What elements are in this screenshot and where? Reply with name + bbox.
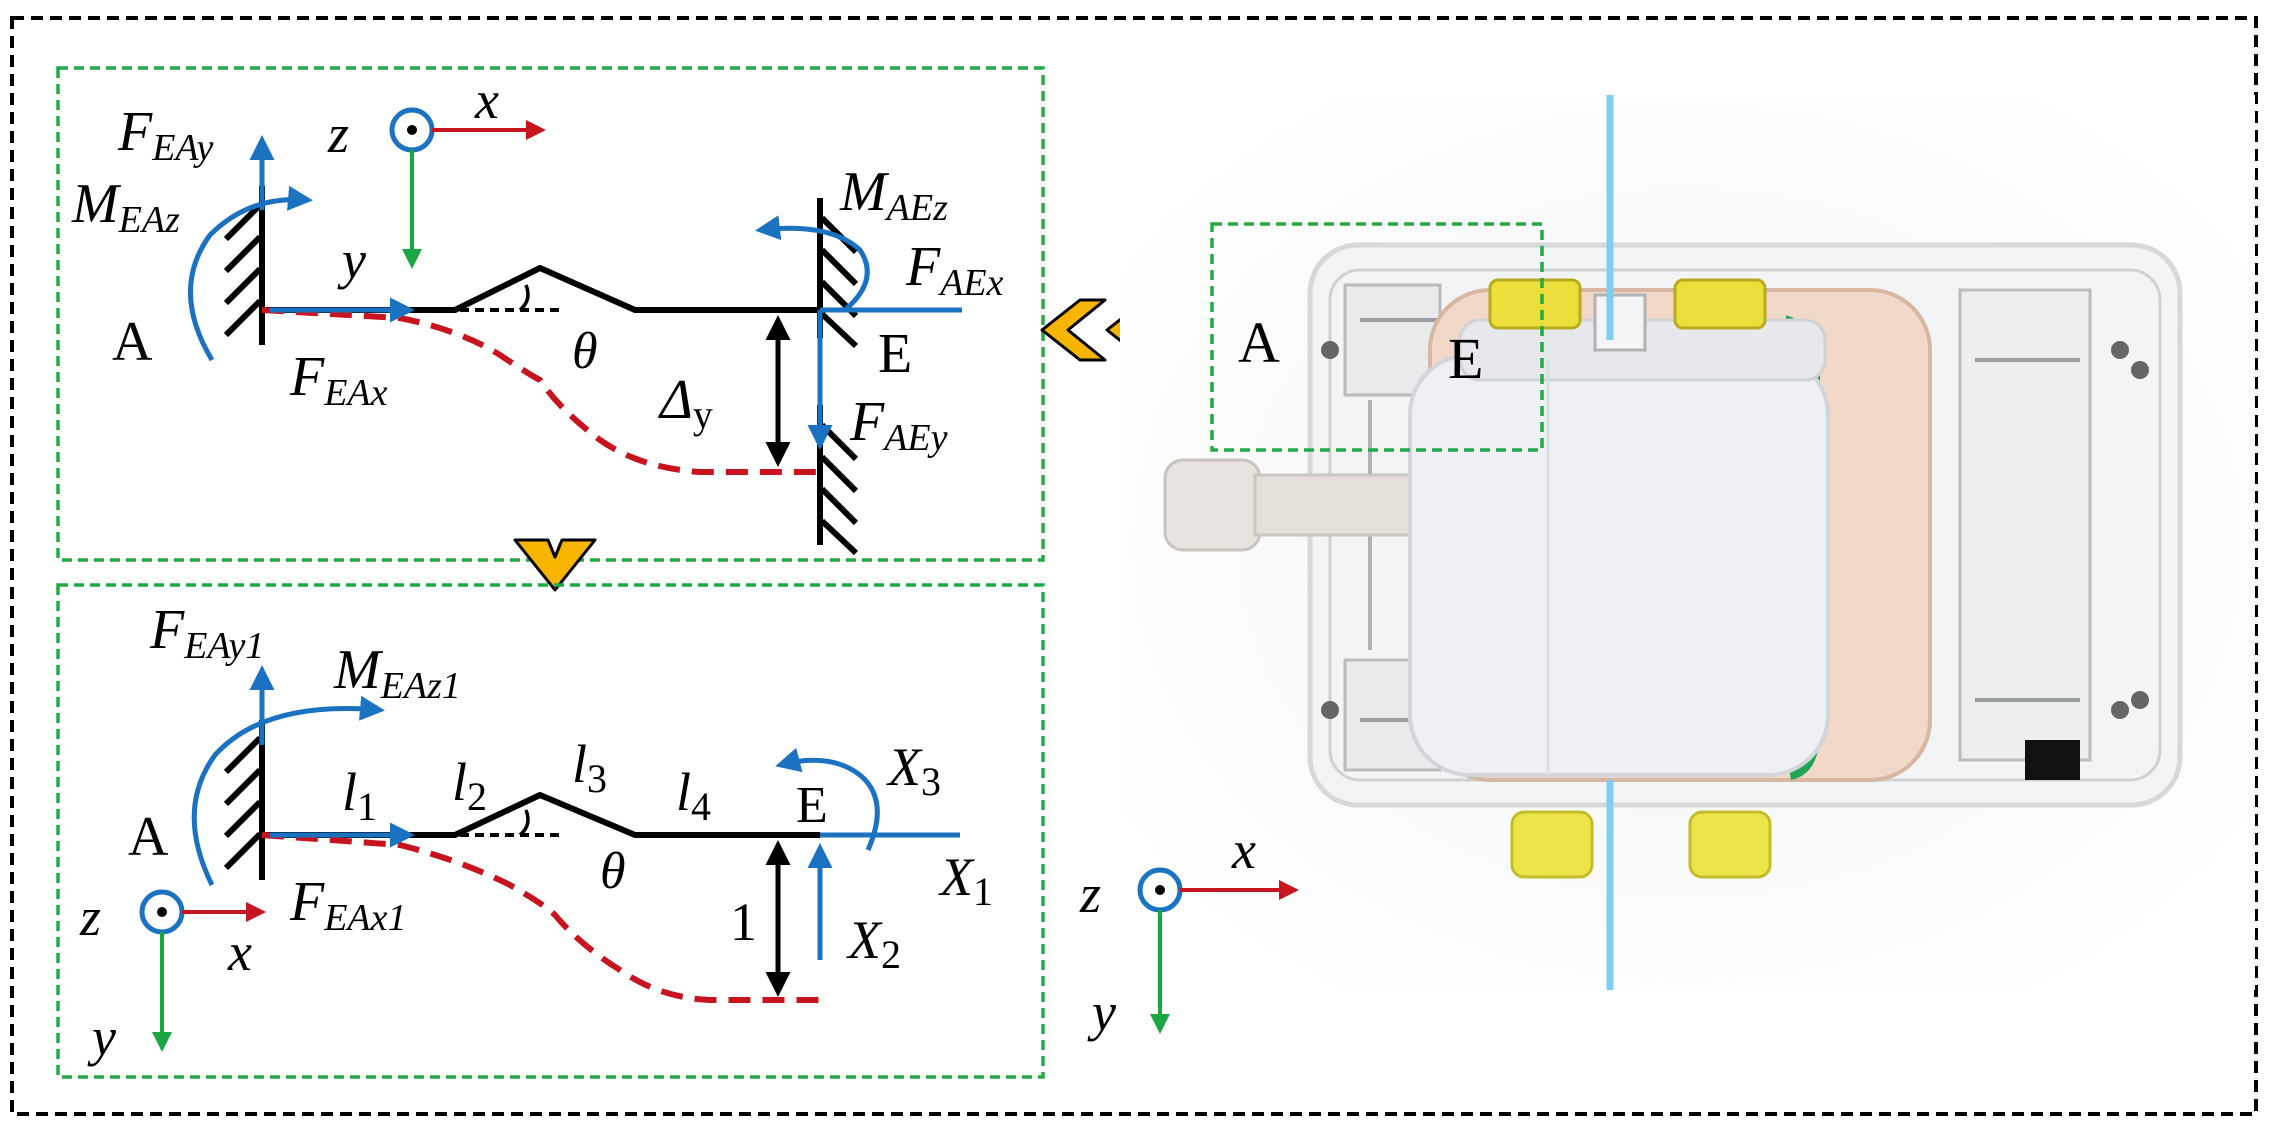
l3-label: l3 <box>572 734 607 801</box>
point-a-label: A <box>112 311 153 373</box>
yellow-tab <box>1673 278 1767 330</box>
z-axis-label: z <box>1079 864 1101 924</box>
yellow-tab <box>1510 810 1594 879</box>
unit-displacement-label: 1 <box>730 892 757 952</box>
bottom-axis-triad: z x y <box>79 887 266 1067</box>
black-sensor <box>2025 740 2080 780</box>
f-aex-label: FAEx <box>905 236 1004 304</box>
delta-y-label: Δy <box>658 369 713 437</box>
m-aez-label: MAEz <box>839 161 948 229</box>
bottom-panel: z x y A E FEAy1 MEAz1 FEAx1 l1 l2 l3 l4 … <box>56 583 1045 1079</box>
x2-label: X2 <box>846 910 901 977</box>
y-axis-label: y <box>87 1007 116 1067</box>
l4-label: l4 <box>676 762 711 829</box>
beam-deformed <box>261 307 820 475</box>
chevron-down-icon <box>513 538 597 592</box>
top-panel: x z y <box>56 66 1045 562</box>
f-eax-label: FEAx <box>289 346 388 414</box>
photo-label-a: A <box>1238 310 1280 375</box>
f-aey-label: FAEy <box>849 391 948 459</box>
y-axis-label: y <box>1087 982 1116 1042</box>
f-eax1-label: FEAx1 <box>289 871 407 939</box>
z-axis-dot-icon <box>157 907 167 917</box>
x-axis-label: x <box>1231 820 1256 880</box>
photo-label-e: E <box>1448 326 1483 391</box>
theta-arc <box>518 284 530 312</box>
bottom-panel-frame <box>56 583 1045 1079</box>
x3-arrow <box>775 747 880 852</box>
outer-frame <box>10 16 2258 1116</box>
point-e-label: E <box>878 323 912 385</box>
z-axis-label: z <box>327 104 349 164</box>
m-eaz1-label: MEAz1 <box>333 639 461 707</box>
photo-axis-triad: z x y <box>1079 820 1299 1042</box>
top-axis-triad: x z y <box>327 70 546 290</box>
l1-label: l1 <box>342 762 377 829</box>
m-eaz1-arrow <box>191 695 385 887</box>
m-aez-arrow <box>755 215 870 312</box>
yellow-tab <box>1488 278 1582 330</box>
l2-label: l2 <box>452 752 487 819</box>
theta-arc-bottom <box>518 809 530 837</box>
z-axis-dot-icon <box>407 125 417 135</box>
point-e-label-bottom: E <box>796 777 828 834</box>
z-axis-dot-icon <box>1155 885 1165 895</box>
beam-deformed-bottom <box>261 832 822 1003</box>
cover-box <box>1408 353 1830 777</box>
x-axis-label: x <box>227 922 252 982</box>
zoom-region-box <box>1210 222 1544 452</box>
y-axis-label: y <box>337 230 366 290</box>
wall-a <box>223 186 265 345</box>
z-axis-label: z <box>79 887 101 947</box>
f-eay1-label: FEAy1 <box>149 599 264 667</box>
point-a-label-bottom: A <box>128 806 169 868</box>
f-eay-label: FEAy <box>117 101 214 169</box>
adjustment-knob <box>1163 458 1262 552</box>
theta-label-bottom: θ <box>600 843 626 900</box>
device-photo <box>1120 95 2255 990</box>
wall-a-bottom <box>223 720 265 880</box>
m-eaz-label: MEAz <box>71 173 180 241</box>
x1-label: X1 <box>938 847 993 914</box>
x-axis-label: x <box>474 70 499 130</box>
theta-label: θ <box>572 323 598 380</box>
m-eaz-arrow <box>188 185 313 362</box>
yellow-tab <box>1688 810 1772 879</box>
x3-label: X3 <box>886 737 941 804</box>
